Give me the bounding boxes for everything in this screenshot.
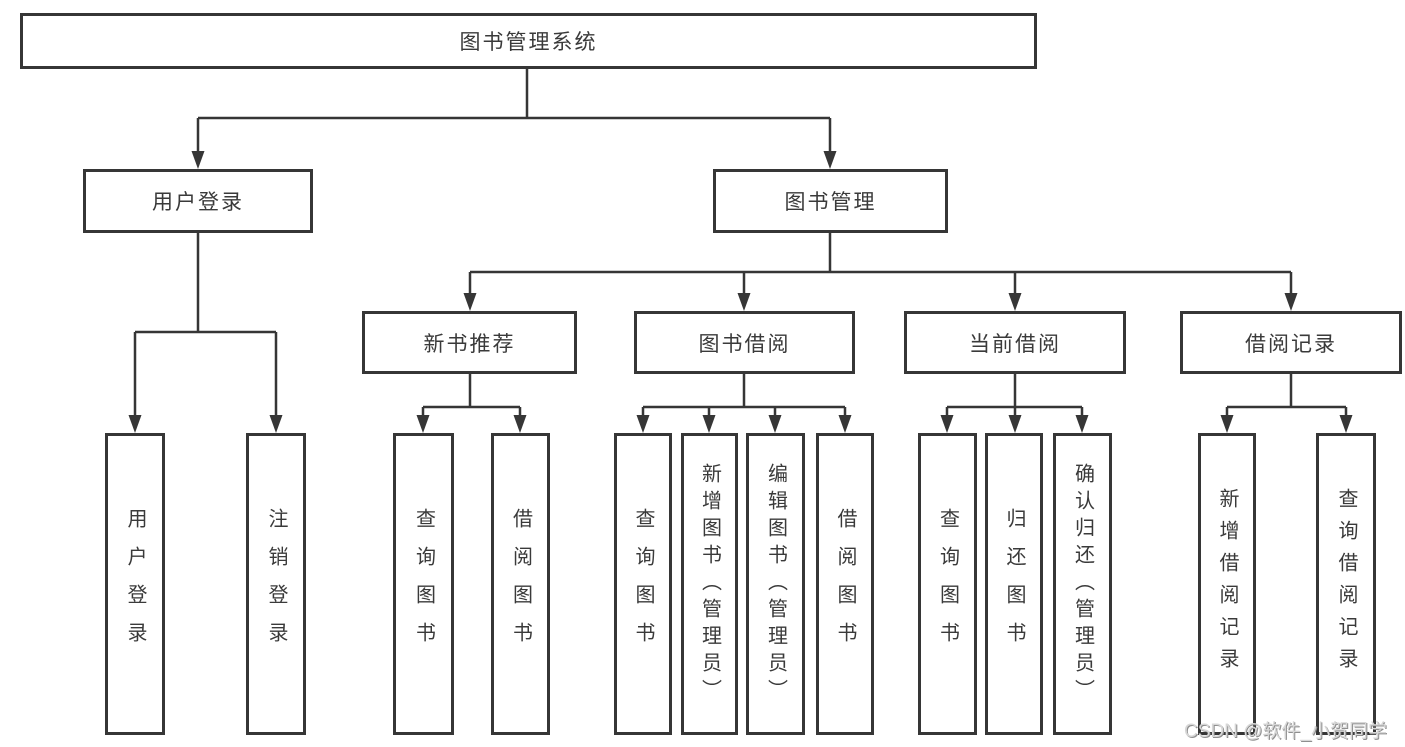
leaf-user-login-label: 用户登录	[124, 508, 146, 660]
leaf-return-book-label: 归还图书	[1003, 508, 1025, 660]
leaf-query-book-1: 查询图书	[393, 433, 454, 735]
leaf-query-book-3: 查询图书	[918, 433, 977, 735]
node-borrow-records-label: 借阅记录	[1245, 332, 1337, 356]
node-current-borrow-label: 当前借阅	[969, 332, 1061, 356]
node-user-login-label: 用户登录	[152, 191, 244, 214]
node-book-management-label: 图书管理	[784, 191, 877, 214]
node-root-label: 图书管理系统	[459, 31, 598, 54]
node-new-book-recommend: 新书推荐	[362, 311, 577, 374]
leaf-confirm-return-admin: 确认归还（管理员）	[1053, 433, 1112, 735]
leaf-borrow-book-2-label: 借阅图书	[834, 508, 856, 660]
leaf-add-borrow-record: 新增借阅记录	[1198, 433, 1256, 735]
leaf-user-login: 用户登录	[105, 433, 165, 735]
leaf-query-borrow-record-label: 查询借阅记录	[1335, 488, 1357, 680]
leaf-logout-label: 注销登录	[265, 508, 287, 660]
node-book-borrow: 图书借阅	[634, 311, 855, 374]
leaf-edit-book-admin: 编辑图书（管理员）	[746, 433, 805, 735]
node-new-book-recommend-label: 新书推荐	[423, 332, 516, 356]
leaf-query-borrow-record: 查询借阅记录	[1316, 433, 1376, 735]
leaf-query-book-2-label: 查询图书	[632, 508, 654, 660]
leaf-add-book-admin-label: 新增图书（管理员）	[698, 462, 721, 706]
node-current-borrow: 当前借阅	[904, 311, 1126, 374]
leaf-add-book-admin: 新增图书（管理员）	[681, 433, 738, 735]
leaf-confirm-return-admin-label: 确认归还（管理员）	[1071, 462, 1094, 706]
leaf-query-book-3-label: 查询图书	[936, 508, 959, 660]
leaf-edit-book-admin-label: 编辑图书（管理员）	[764, 462, 787, 706]
leaf-borrow-book-2: 借阅图书	[816, 433, 874, 735]
leaf-query-book-2: 查询图书	[614, 433, 672, 735]
leaf-query-book-1-label: 查询图书	[412, 508, 435, 660]
node-root: 图书管理系统	[20, 13, 1037, 69]
leaf-borrow-book-1: 借阅图书	[491, 433, 550, 735]
leaf-return-book: 归还图书	[985, 433, 1043, 735]
leaf-borrow-book-1-label: 借阅图书	[509, 508, 532, 660]
node-user-login: 用户登录	[83, 169, 313, 233]
node-book-management: 图书管理	[713, 169, 948, 233]
leaf-add-borrow-record-label: 新增借阅记录	[1216, 488, 1238, 680]
leaf-logout: 注销登录	[246, 433, 306, 735]
node-book-borrow-label: 图书借阅	[698, 332, 791, 356]
watermark: CSDN @软件_小贺同学	[1184, 721, 1387, 742]
node-borrow-records: 借阅记录	[1180, 311, 1402, 374]
